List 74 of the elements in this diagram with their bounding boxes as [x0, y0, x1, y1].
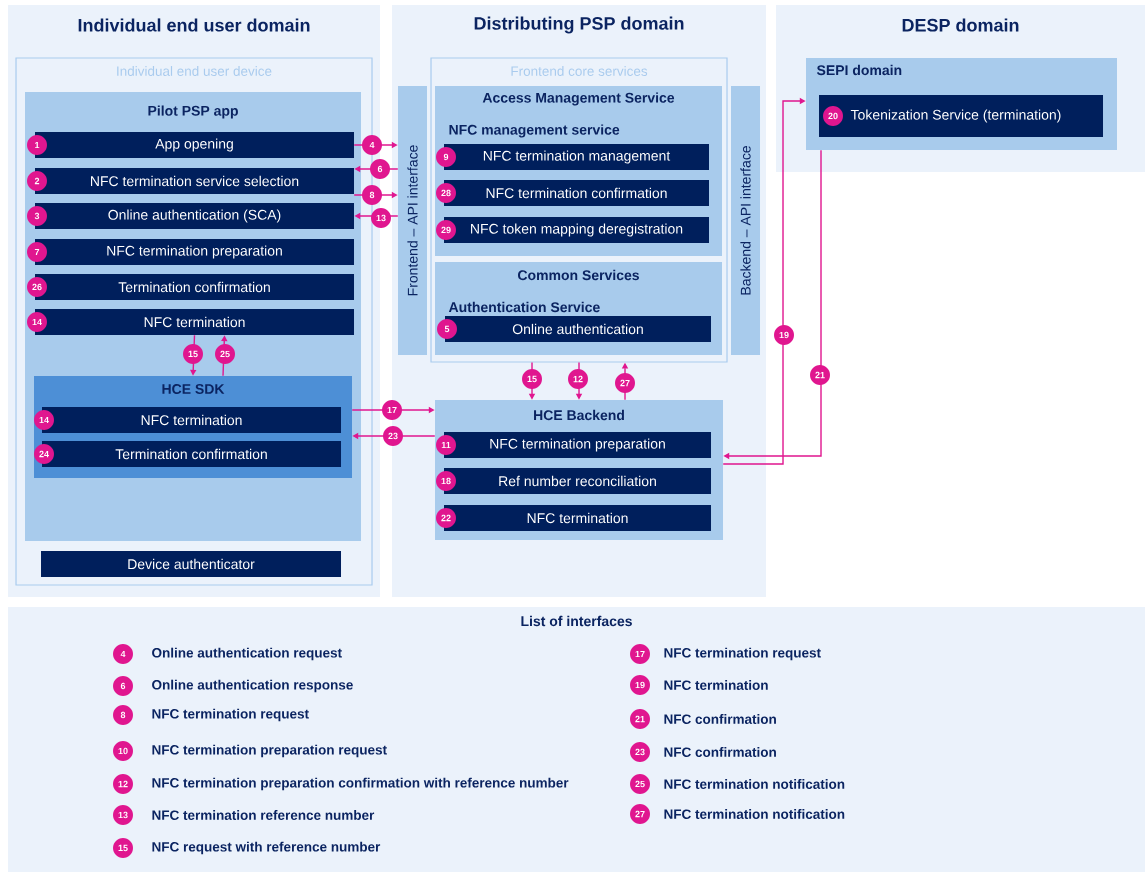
edge-label: 25	[215, 344, 235, 364]
step-bar: 3 Online authentication (SCA)	[27, 203, 354, 229]
step-bar: 26 Termination confirmation	[27, 274, 354, 300]
number-badge: 17	[630, 644, 650, 664]
edge-label: 17	[382, 400, 402, 420]
interface-name: NFC termination	[664, 680, 768, 690]
interface-name: NFC termination request	[152, 708, 309, 722]
number-badge: 14	[34, 410, 54, 430]
step-bar: 2 NFC termination service selection	[27, 168, 354, 194]
step-bar: 14 NFC termination	[34, 407, 341, 433]
number-badge: 8	[113, 705, 133, 725]
step-bar: 24 Termination confirmation	[34, 441, 341, 467]
step-bar: 28 NFC termination confirmation	[436, 180, 709, 206]
number-badge: 21	[630, 709, 650, 729]
number-badge: 25	[630, 774, 650, 794]
number-badge: 27	[630, 804, 650, 824]
number-badge: 28	[436, 183, 456, 203]
interface-name: NFC termination reference number	[152, 810, 375, 820]
step-bar: 9 NFC termination management	[436, 144, 709, 170]
interface-name: NFC termination notification	[664, 809, 845, 819]
interface-name: NFC termination notification	[664, 779, 845, 789]
step-bar: 18 Ref number reconciliation	[436, 468, 711, 494]
edge-label: 21	[810, 365, 830, 385]
step-bar: 11 NFC termination preparation	[436, 432, 711, 458]
number-badge: 18	[436, 471, 456, 491]
number-badge: 14	[27, 312, 47, 332]
number-badge: 9	[436, 147, 456, 167]
number-badge: 13	[113, 805, 133, 825]
number-badge: 12	[113, 774, 133, 794]
number-badge: 26	[27, 277, 47, 297]
number-badge: 24	[34, 444, 54, 464]
edge-label: 4	[362, 135, 382, 155]
interface-name: NFC confirmation	[664, 714, 776, 724]
step-bar: 22 NFC termination	[436, 505, 711, 531]
edge-label: 13	[371, 208, 391, 228]
number-badge: 19	[630, 675, 650, 695]
number-badge: 1	[27, 135, 47, 155]
interface-name: Online authentication response	[152, 679, 353, 693]
interface-bar: Backend – API interface	[731, 86, 760, 355]
interface-name: NFC termination preparation confirmation with reference number	[152, 777, 569, 791]
edge-label: 23	[383, 426, 403, 446]
number-badge: 5	[437, 319, 457, 339]
step-bar: Device authenticator	[41, 551, 341, 577]
number-badge: 10	[113, 741, 133, 761]
step-bar: 20 Tokenization Service (termination)	[819, 95, 1103, 137]
edge-label: 12	[568, 369, 588, 389]
edge-label: 8	[362, 185, 382, 205]
number-badge: 11	[436, 435, 456, 455]
interface-name: NFC confirmation	[664, 747, 776, 757]
number-badge: 15	[113, 838, 133, 858]
step-bar: 14 NFC termination	[27, 309, 354, 335]
interface-name: NFC request with reference number	[152, 841, 381, 855]
edge-label: 27	[615, 373, 635, 393]
step-bar: 1 App opening	[27, 132, 354, 158]
number-badge: 2	[27, 171, 47, 191]
number-badge: 4	[113, 644, 133, 664]
edge-label: 6	[370, 159, 390, 179]
interface-name: NFC termination request	[664, 647, 821, 661]
edge-label: 15	[522, 369, 542, 389]
number-badge: 3	[27, 206, 47, 226]
step-bar: 29 NFC token mapping deregistration	[436, 217, 709, 243]
edge-label: 19	[774, 325, 794, 345]
number-badge: 6	[113, 676, 133, 696]
number-badge: 23	[630, 742, 650, 762]
number-badge: 7	[27, 242, 47, 262]
edge-label: 15	[183, 344, 203, 364]
interface-name: NFC termination preparation request	[152, 744, 387, 758]
number-badge: 22	[436, 508, 456, 528]
interface-bar: Frontend – API interface	[398, 86, 427, 355]
step-bar: 7 NFC termination preparation	[27, 239, 354, 265]
number-badge: 20	[823, 106, 843, 126]
number-badge: 29	[436, 220, 456, 240]
step-bar: 5 Online authentication	[437, 316, 711, 342]
interface-name: Online authentication request	[152, 647, 342, 661]
